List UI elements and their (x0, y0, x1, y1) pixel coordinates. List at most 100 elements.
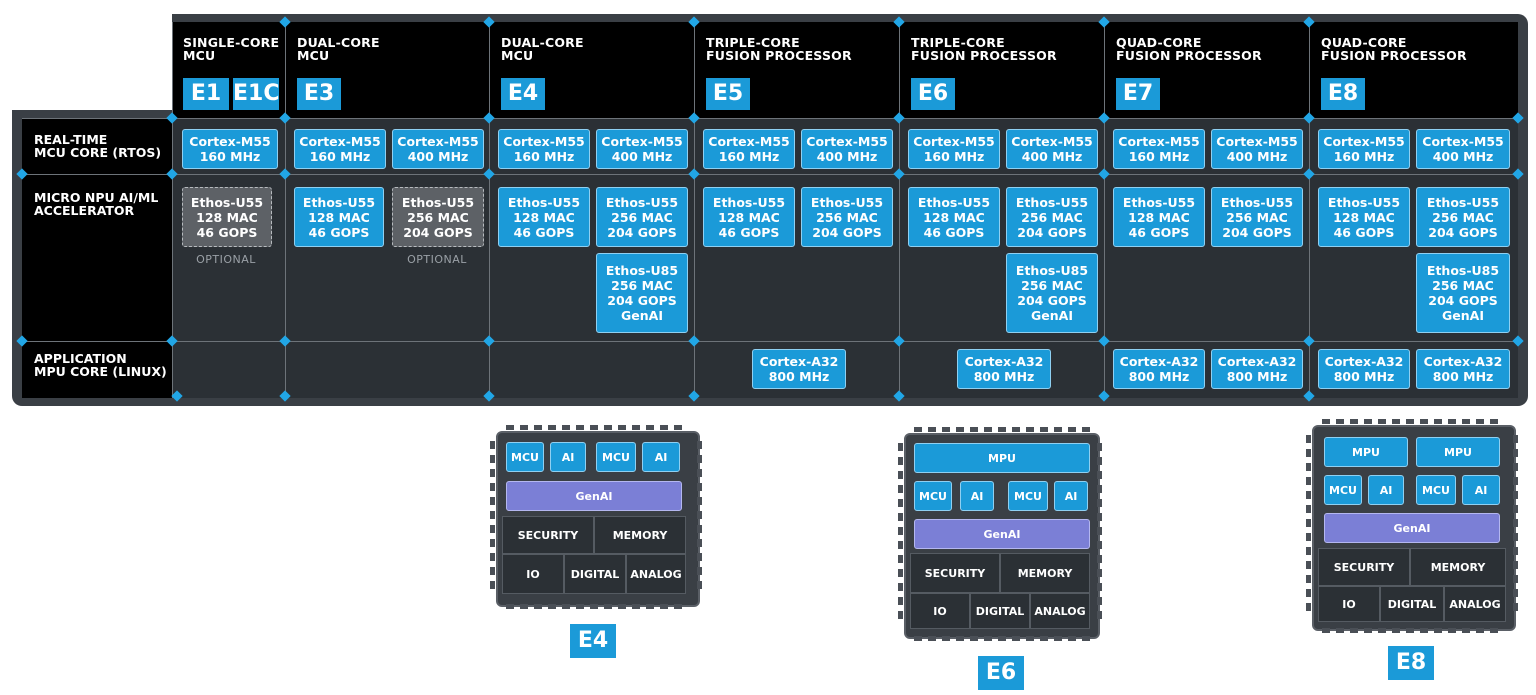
pin (1322, 628, 1330, 633)
pin (998, 636, 1006, 641)
e6-digital-block: DIGITAL (970, 593, 1030, 629)
pin (898, 611, 903, 619)
pin (576, 425, 584, 430)
pin (1462, 628, 1470, 633)
pin (490, 497, 495, 505)
pin (697, 581, 702, 589)
pin (984, 636, 992, 641)
pin (490, 441, 495, 449)
pin (1513, 519, 1518, 527)
pin (898, 457, 903, 465)
pin (604, 425, 612, 430)
pin (632, 425, 640, 430)
e6-mcu-block: MCU (1008, 481, 1048, 511)
e4-mcu-block: MCU (596, 442, 636, 472)
header-band (172, 22, 1518, 118)
pin (490, 483, 495, 491)
pin (942, 636, 950, 641)
optional-label: OPTIONAL (196, 253, 256, 266)
pin (590, 425, 598, 430)
pin (1097, 499, 1102, 507)
e6-security-block: SECURITY (910, 553, 1000, 593)
pin (1513, 435, 1518, 443)
pin (697, 469, 702, 477)
pin (898, 471, 903, 479)
pin (646, 604, 654, 609)
pin (1420, 628, 1428, 633)
e8-mpu-block: MPU (1324, 437, 1408, 467)
e4-io-block: IO (502, 554, 564, 594)
pin (697, 553, 702, 561)
pin (562, 425, 570, 430)
pin (1097, 527, 1102, 535)
pin (646, 425, 654, 430)
pin (1306, 533, 1311, 541)
badge-e3: E3 (297, 78, 341, 110)
pin (1476, 419, 1484, 424)
pin (697, 539, 702, 547)
pin (898, 485, 903, 493)
e8-digital-block: DIGITAL (1380, 586, 1444, 622)
pin (1476, 628, 1484, 633)
pin (898, 555, 903, 563)
pin (1513, 449, 1518, 457)
pin (1448, 419, 1456, 424)
pin (660, 604, 668, 609)
pin (928, 427, 936, 432)
e8-genai-block: GenAI (1324, 513, 1500, 543)
pin (1306, 435, 1311, 443)
pin (984, 427, 992, 432)
pin (1026, 427, 1034, 432)
row-label-band (22, 118, 172, 398)
pin (697, 525, 702, 533)
pin (1306, 547, 1311, 555)
pin (1306, 589, 1311, 597)
pin (1513, 603, 1518, 611)
pin (1350, 419, 1358, 424)
pin (1097, 443, 1102, 451)
e6-io-block: IO (910, 593, 970, 629)
pin (1448, 628, 1456, 633)
pin (898, 499, 903, 507)
pin (604, 604, 612, 609)
pin (1054, 427, 1062, 432)
pin (1097, 597, 1102, 605)
pin (1513, 477, 1518, 485)
pin (1406, 419, 1414, 424)
e6-mcu-block: MCU (914, 481, 952, 511)
pin (1420, 419, 1428, 424)
pin (1082, 427, 1090, 432)
badge-e4: E4 (501, 78, 545, 110)
e8-mcu-block: MCU (1416, 475, 1456, 505)
pin (1513, 561, 1518, 569)
e4-ai-block: AI (550, 442, 586, 472)
pin (1364, 419, 1372, 424)
pin (1322, 419, 1330, 424)
pin (1097, 457, 1102, 465)
pin (674, 604, 682, 609)
e6-analog-block: ANALOG (1030, 593, 1090, 629)
pin (1306, 491, 1311, 499)
pin (1097, 541, 1102, 549)
e8-ai-block: AI (1368, 475, 1404, 505)
pin (1434, 419, 1442, 424)
e8-security-block: SECURITY (1318, 548, 1410, 586)
